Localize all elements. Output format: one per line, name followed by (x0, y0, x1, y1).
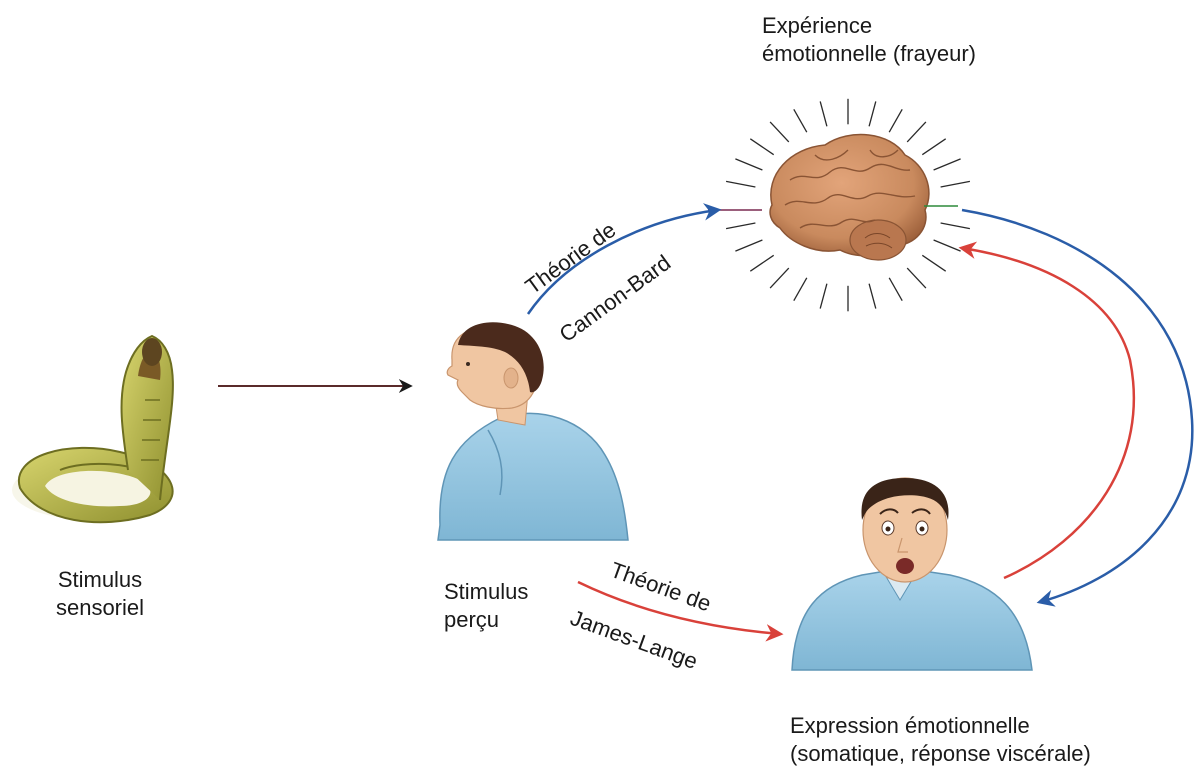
brain-ray (869, 101, 876, 126)
label-line: émotionnelle (frayeur) (762, 40, 976, 68)
brain-to-expression-arrow (962, 210, 1192, 602)
brain-ray (750, 139, 773, 155)
brain-ray (794, 278, 807, 301)
brain-ray (922, 139, 945, 155)
surprised-man-icon (792, 478, 1032, 670)
brain-ray (735, 159, 762, 170)
label-line: Expression émotionnelle (790, 712, 1091, 740)
label-line: Stimulus (444, 578, 528, 606)
label-stimulus-sensoriel: Stimulus sensoriel (40, 566, 160, 622)
brain-ray (922, 255, 945, 271)
brain-ray (934, 159, 961, 170)
label-line: (somatique, réponse viscérale) (790, 740, 1091, 768)
snake-icon (12, 336, 173, 522)
expression-to-brain-arrow (962, 248, 1134, 578)
brain-ray (735, 240, 762, 251)
brain-ray (941, 223, 970, 229)
brain-ray (750, 255, 773, 271)
label-line: Expérience (762, 12, 976, 40)
brain-ray (907, 122, 926, 142)
label-line: perçu (444, 606, 528, 634)
brain-ray (820, 284, 827, 309)
brain-icon (726, 99, 970, 311)
label-line: Stimulus (40, 566, 160, 594)
label-experience: Expérience émotionnelle (frayeur) (762, 12, 976, 68)
brain-ray (726, 181, 755, 187)
brain-ray (889, 278, 902, 301)
brain-ray (726, 223, 755, 229)
brain-ray (869, 284, 876, 309)
brain-ray (889, 109, 902, 132)
brain-ray (770, 268, 789, 288)
brain-ray (934, 240, 961, 251)
label-expression: Expression émotionnelle (somatique, répo… (790, 712, 1091, 768)
man-profile-icon (438, 322, 628, 540)
brain-ray (770, 122, 789, 142)
label-line: sensoriel (40, 594, 160, 622)
brain-ray (941, 181, 970, 187)
brain-ray (820, 101, 827, 126)
brain-ray (907, 268, 926, 288)
brain-ray (794, 109, 807, 132)
label-stimulus-percu: Stimulus perçu (444, 578, 528, 634)
